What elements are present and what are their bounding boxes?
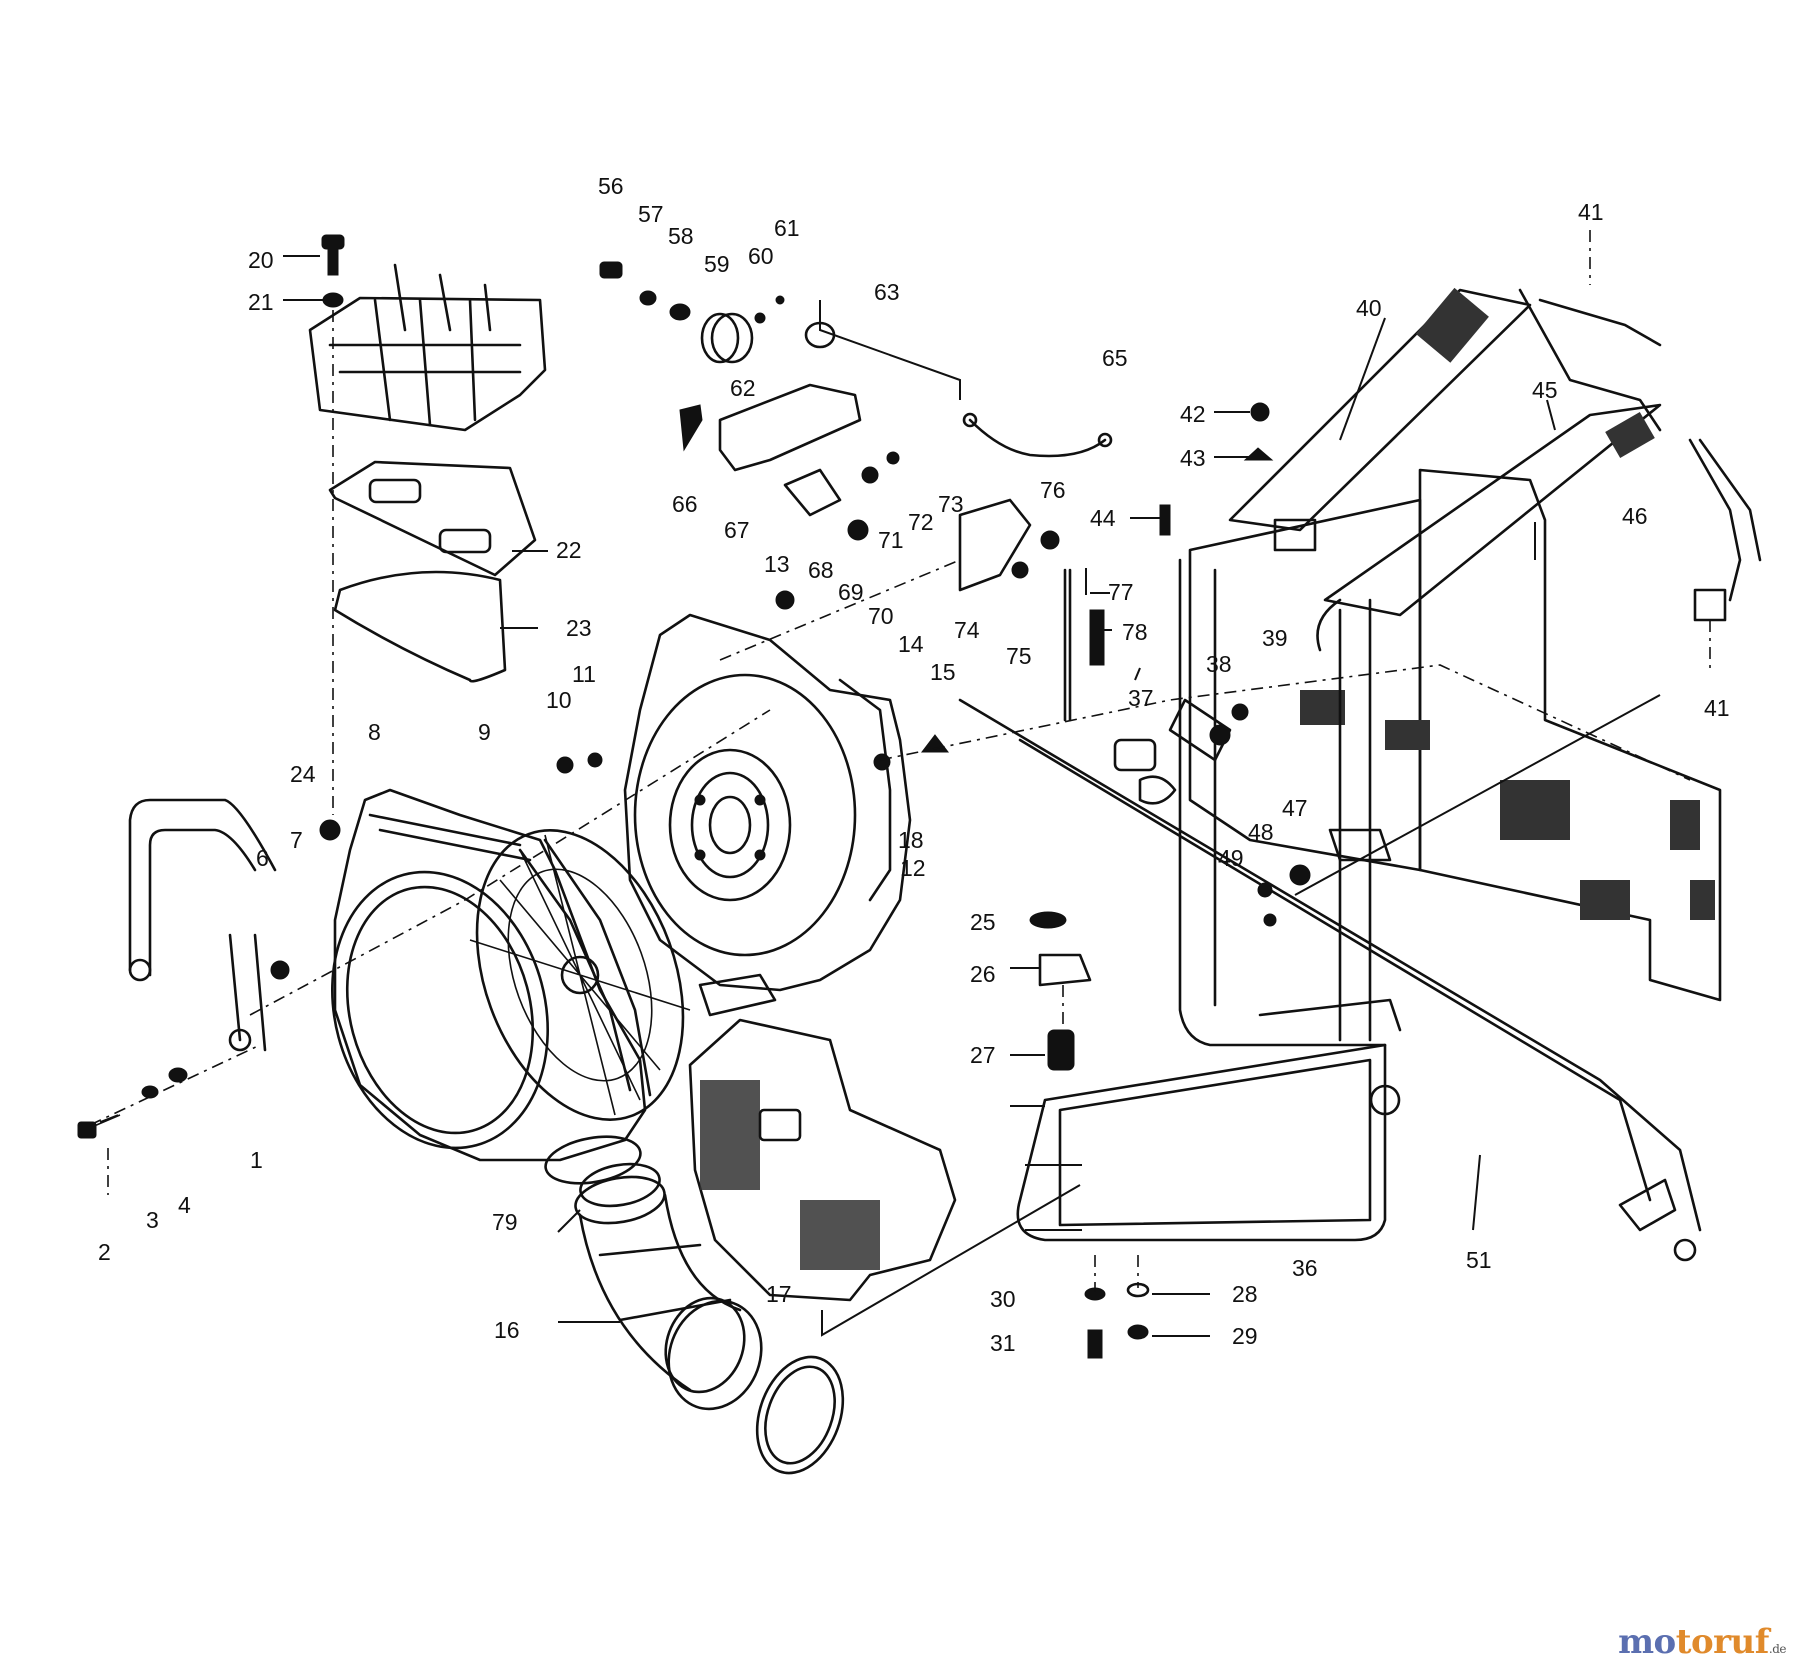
part-label-29: 29 [1232,1323,1258,1349]
part-label-4: 4 [178,1192,191,1218]
watermark-brand-part2: toruf [1675,1622,1770,1662]
outlet-elbow-drawing [544,1135,845,1475]
motoruf-watermark-logo: motoruf.de [1618,1622,1786,1662]
part-label-49: 49 [1218,845,1244,871]
part-label-66: 66 [672,491,698,517]
air-filter-cover-drawing [308,234,547,815]
part-label-68: 68 [808,557,834,583]
part-label-45: 45 [1532,377,1558,403]
part-label-59: 59 [704,251,730,277]
part-label-47: 47 [1282,795,1308,821]
part-label-3: 3 [146,1207,159,1233]
part-label-67: 67 [724,517,750,543]
part-label-69: 69 [838,579,864,605]
part-label-31: 31 [990,1330,1016,1356]
part-label-75: 75 [1006,643,1032,669]
part-label-77: 77 [1108,579,1134,605]
part-label-11: 11 [572,661,596,687]
part-label-7: 7 [290,827,303,853]
watermark-tld: .de [1768,1642,1787,1656]
part-label-41-right: 41 [1704,695,1730,721]
engine-housing-drawing [556,590,950,992]
fan-wheel-drawing [469,829,691,1121]
part-label-60: 60 [748,243,774,269]
part-label-57: 57 [638,201,664,227]
part-label-37: 37 [1128,685,1154,711]
part-label-13: 13 [764,551,790,577]
part-label-63: 63 [874,279,900,305]
part-label-74: 74 [954,617,980,643]
tank-cover-drawing [688,973,1081,1337]
part-label-27: 27 [970,1042,996,1068]
part-label-71: 71 [878,527,904,553]
part-label-73: 73 [938,491,964,517]
part-label-76: 76 [1040,477,1066,503]
part-label-56: 56 [598,173,624,199]
part-label-42: 42 [1180,401,1206,427]
part-label-10: 10 [546,687,572,713]
leader-lines [283,255,1556,1337]
part-label-15: 15 [930,659,956,685]
watermark-brand-part1: mo [1618,1622,1676,1662]
part-label-25: 25 [970,909,996,935]
part-label-38: 38 [1206,651,1232,677]
part-label-28: 28 [1232,1281,1258,1307]
fasteners-drawing [1029,402,1661,1359]
part-label-70: 70 [868,603,894,629]
part-label-41-top: 41 [1578,199,1604,225]
part-label-9: 9 [478,719,491,745]
part-label-30: 30 [990,1286,1016,1312]
part-label-24: 24 [290,761,316,787]
parts-drawing [77,230,1762,1475]
part-label-36: 36 [1292,1255,1318,1281]
part-labels: 1 2 3 4 6 7 8 9 10 11 12 13 14 15 16 17 … [98,173,1730,1356]
part-label-40: 40 [1356,295,1382,321]
part-label-20: 20 [248,247,274,273]
part-label-46: 46 [1622,503,1648,529]
handle-drawing [77,798,341,1195]
part-label-8: 8 [368,719,381,745]
part-label-18: 18 [898,827,924,853]
throttle-parts-drawing [599,261,1157,772]
part-label-21: 21 [248,289,274,315]
part-label-12: 12 [900,855,926,881]
part-label-61: 61 [774,215,800,241]
part-label-6: 6 [256,845,269,871]
part-label-26: 26 [970,961,996,987]
part-label-22: 22 [556,537,582,563]
part-label-58: 58 [668,223,694,249]
part-label-17: 17 [766,1281,792,1307]
part-label-78: 78 [1122,619,1148,645]
part-label-23: 23 [566,615,592,641]
part-label-44: 44 [1090,505,1116,531]
backplate-frame-drawing [879,468,1722,1262]
part-label-51: 51 [1466,1247,1492,1273]
shoulder-straps-drawing [1228,230,1762,670]
part-label-43: 43 [1180,445,1206,471]
part-label-79: 79 [492,1209,518,1235]
part-label-14: 14 [898,631,924,657]
part-label-1: 1 [250,1147,263,1173]
part-label-72: 72 [908,509,934,535]
part-label-48: 48 [1248,819,1274,845]
part-label-2: 2 [98,1239,111,1265]
part-label-39: 39 [1262,625,1288,651]
part-label-16: 16 [494,1317,520,1343]
part-label-65: 65 [1102,345,1128,371]
part-label-62: 62 [730,375,756,401]
